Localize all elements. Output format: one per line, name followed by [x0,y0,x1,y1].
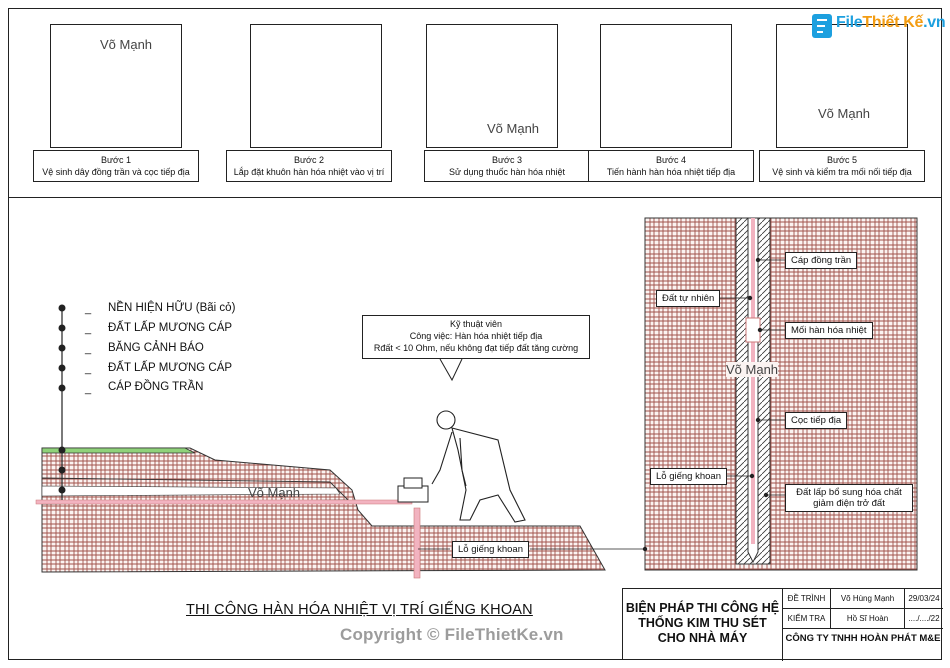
grass-layer [41,447,196,454]
step-caption: Bước 1 Vệ sinh dây đồng trần và cọc tiếp… [33,150,199,182]
well-pipe [413,507,421,579]
step-caption: Bước 3 Sử dụng thuốc hàn hóa nhiệt [424,150,590,182]
title-block-main: BIỆN PHÁP THI CÔNG HỆ THỐNG KIM THU SÉT … [623,589,783,661]
step-desc: Vệ sinh và kiểm tra mối nối tiếp địa [772,167,912,177]
label-dat-tu-nhien: Đất tự nhiên [656,290,721,307]
legend-item: NỀN HIỆN HỮU (Bãi cỏ) [108,302,236,314]
step-desc: Lắp đặt khuôn hàn hóa nhiệt vào vị trí [233,167,385,177]
label-lo-gieng-khoan: Lỗ giếng khoan [452,541,529,558]
kiem-tra-date: ..../..../22 [905,609,943,629]
section-divider [8,197,942,198]
watermark: Võ Mạnh [818,106,871,121]
legend-dash: _ [85,343,92,355]
logo-part: .vn [923,14,946,31]
technician-figure [431,410,526,523]
legend-item: ĐẤT LẤP MƯƠNG CÁP [108,362,233,374]
copper-cable-pink [35,499,413,505]
step-1-image [50,24,182,148]
kiem-tra-label: KIỂM TRA [783,609,831,629]
step-desc: Sử dụng thuốc hàn hóa nhiệt [448,167,566,177]
legend-item: ĐẤT LẤP MƯƠNG CÁP [108,322,233,334]
callout-line: Kỹ thuật viên [449,319,503,329]
technician-callout: Kỹ thuật viên Công việc: Hàn hóa nhiệt t… [362,315,590,359]
soil-section [644,217,918,571]
step-3-image [426,24,558,148]
filethietke-logo [812,14,832,38]
watermark: Võ Mạnh [726,362,779,377]
logo-text: FileThiết Kế.vn [836,14,946,32]
step-desc: Vệ sinh dây đồng trần và cọc tiếp địa [42,167,190,177]
mould-tool [397,477,429,503]
label-moi-han: Mối hàn hóa nhiệt [785,322,873,339]
callout-line: Rđất < 10 Ohm, nếu không đạt tiếp đất tă… [373,343,579,353]
step-4-image [600,24,732,148]
drawing-title: THI CÔNG HÀN HÓA NHIỆT VỊ TRÍ GIẾNG KHOA… [186,602,533,618]
de-trinh-name: Võ Hùng Mạnh [831,589,905,609]
step-title: Bước 2 [294,155,324,165]
step-caption: Bước 5 Vệ sinh và kiểm tra mối nối tiếp … [759,150,925,182]
logo-part: Thiết Kế [862,14,924,31]
label-coc-tiep-dia: Cọc tiếp địa [785,412,848,429]
de-trinh-label: ĐỀ TRÌNH [783,589,831,609]
warning-tape-band [41,485,341,497]
legend-dash: _ [85,383,92,395]
de-trinh-date: 29/03/24 [905,589,943,609]
legend-item: CÁP ĐỒNG TRẦN [108,381,204,393]
step-caption: Bước 2 Lắp đặt khuôn hàn hóa nhiệt vào v… [226,150,392,182]
kiem-tra-name: Hồ Sĩ Hoàn [831,609,905,629]
label-lo-gieng-khoan-section: Lỗ giếng khoan [650,468,727,485]
step-2-image [250,24,382,148]
label-cap-dong-tran: Cáp đồng trần [785,252,858,269]
watermark: Võ Mạnh [248,485,301,500]
legend-dash: _ [85,303,92,315]
step-caption: Bước 4 Tiến hành hàn hóa nhiệt tiếp địa [588,150,754,182]
legend-dash: _ [85,363,92,375]
step-5-image [776,24,908,148]
legend-dash: _ [85,323,92,335]
step-title: Bước 4 [656,155,686,165]
watermark: Võ Mạnh [487,121,540,136]
copyright-watermark: Copyright © FileThietKe.vn [340,625,564,644]
step-title: Bước 5 [827,155,857,165]
step-title: Bước 3 [492,155,522,165]
callout-line: Công việc: Hàn hóa nhiệt tiếp địa [409,331,543,341]
watermark: Võ Mạnh [100,37,153,52]
copper-cable-vertical [751,218,755,544]
label-dat-lap-bo-sung: Đất lấp bổ sung hóa chất giảm điện trở đ… [785,484,913,512]
logo-part: File [836,14,863,31]
legend-item: BĂNG CẢNH BÁO [108,342,204,354]
title-block: BIỆN PHÁP THI CÔNG HỆ THỐNG KIM THU SÉT … [622,588,943,661]
step-title: Bước 1 [101,155,131,165]
step-desc: Tiến hành hàn hóa nhiệt tiếp địa [606,167,736,177]
company-name: CÔNG TY TNHH HOÀN PHÁT M&E [785,633,941,644]
drawing-frame [8,8,942,660]
